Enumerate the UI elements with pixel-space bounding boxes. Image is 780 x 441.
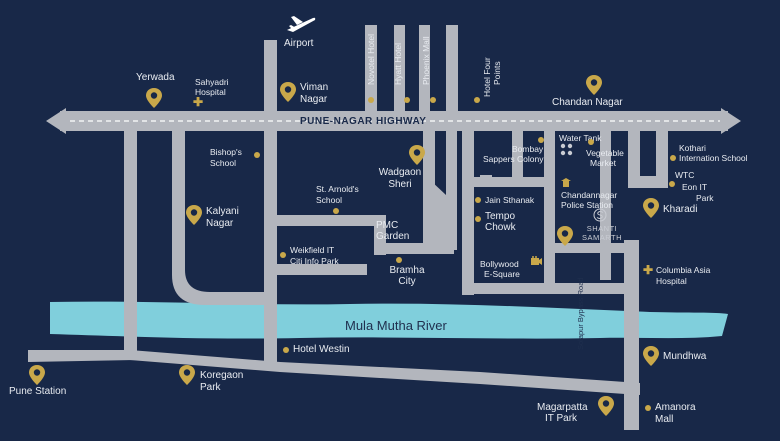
label-columbia-1: Columbia Asia [656, 265, 711, 275]
label-amanora-2: Mall [655, 414, 674, 425]
label-kharadi: Kharadi [663, 204, 698, 215]
label-viman-1: Viman [300, 82, 329, 93]
brand-line-1: SHANTI [586, 224, 618, 233]
brand-name: SHANTI SAMARTH [582, 224, 622, 242]
location-pin-icon [280, 82, 296, 102]
location-pin-icon [643, 198, 659, 218]
label-sahyadri-1: Sahyadri [195, 77, 229, 87]
roads [28, 25, 741, 430]
label-kothari-2: Internation School [679, 153, 748, 163]
gold-dot-marker [280, 252, 286, 258]
label-kalyani-2: Nagar [206, 218, 234, 229]
river-shape [50, 301, 728, 339]
label-hyatt: Hyatt Hotel [393, 42, 403, 85]
label-koregaon-2: Park [200, 382, 221, 393]
airplane-icon [287, 16, 316, 32]
label-novotel: Novotel Hotel [366, 33, 376, 85]
label-four-points-2: Points [492, 61, 502, 85]
gold-dot-marker [368, 97, 374, 103]
hospital-cross-icon: ✚ [643, 263, 654, 277]
label-pmc-2: Garden [376, 231, 410, 242]
label-tempo-1: Tempo [485, 211, 516, 222]
river-label: Mula Mutha River [345, 318, 447, 333]
label-four-points-1: Hotel Four [482, 57, 492, 97]
label-hotel-westin: Hotel Westin [293, 344, 350, 355]
highway-label: PUNE-NAGAR HIGHWAY [300, 116, 427, 127]
gold-dot-marker [254, 152, 260, 158]
bypass-road-label: Solapur Bypass Road [576, 277, 585, 350]
gold-dot-marker [474, 97, 480, 103]
label-weikfield-2: Citi Info Park [290, 256, 339, 266]
gold-dot-marker [475, 197, 481, 203]
gold-dot-marker [475, 216, 481, 222]
label-kothari-1: Kothari [679, 143, 706, 153]
label-kalyani-1: Kalyani [206, 206, 239, 217]
gold-dot-marker [283, 347, 289, 353]
label-bombay-2: Sappers Colony [483, 154, 544, 164]
location-pin-icon [643, 346, 659, 366]
gold-dot-marker [588, 139, 594, 145]
label-chandan-nagar: Chandan Nagar [552, 97, 623, 108]
location-pin-icon [146, 88, 162, 108]
hospital-cross-icon: ✚ [193, 95, 204, 109]
label-st-arnold-1: St. Arnold's [316, 184, 359, 194]
label-wadgaon-2: Sheri [388, 179, 412, 190]
label-phoenix: Phoenix Mall [421, 36, 431, 85]
gold-dot-marker [670, 155, 676, 161]
location-pin-icon [409, 145, 425, 165]
location-pin-icon [586, 75, 602, 95]
label-magarpatta-1: Magarpatta [537, 402, 588, 413]
label-st-arnold-2: School [316, 195, 342, 205]
label-water-tank: Water Tank [559, 133, 602, 143]
gold-dot-marker [645, 405, 651, 411]
label-jain: Jain Sthanak [485, 195, 535, 205]
label-pmc-1: PMC [376, 220, 399, 231]
label-columbia-2: Hospital [656, 276, 687, 286]
label-wadgaon-1: Wadgaon [378, 167, 422, 178]
label-bollywood-2: E-Square [484, 269, 520, 279]
label-vegetable-1: Vegetable [586, 148, 624, 158]
label-bramha-1: Bramha [389, 265, 425, 276]
label-weikfield-1: Weikfield IT [290, 245, 335, 255]
location-pin-icon [598, 396, 614, 416]
water-tank-icon [560, 143, 573, 156]
gold-dot-marker [396, 257, 402, 263]
gold-dot-marker [404, 97, 410, 103]
location-pin-icon [186, 205, 202, 225]
label-pune-station: Pune Station [9, 386, 67, 397]
shanti-samarth-logo [593, 208, 607, 222]
label-sahyadri-2: Hospital [195, 87, 226, 97]
label-eon-2: Park [696, 193, 714, 203]
label-airport: Airport [284, 38, 314, 49]
location-pin-icon [29, 365, 45, 385]
brand-line-2: SAMARTH [582, 233, 623, 242]
cinema-icon [531, 256, 542, 265]
location-pin-icon [179, 365, 195, 385]
label-chandannagar-ps-2: Police Station [561, 200, 613, 210]
label-bollywood-1: Bollywood [480, 259, 519, 269]
label-amanora-1: Amanora [655, 402, 696, 413]
label-vegetable-2: Market [590, 158, 616, 168]
label-viman-2: Nagar [300, 94, 328, 105]
label-chandannagar-ps-1: Chandannagar [561, 190, 618, 200]
label-tempo-2: Chowk [485, 222, 516, 233]
label-mundhwa: Mundhwa [663, 351, 707, 362]
label-bombay-1: Bombay [512, 144, 544, 154]
gold-dot-marker [538, 137, 544, 143]
label-koregaon-1: Koregaon [200, 370, 244, 381]
location-pin-icon [557, 226, 573, 246]
label-bishops-1: Bishop's [210, 147, 242, 157]
label-magarpatta-2: IT Park [545, 413, 578, 424]
label-wtc: WTC [675, 170, 695, 180]
gold-dot-marker [669, 181, 675, 187]
label-yerwada: Yerwada [136, 72, 175, 83]
label-bishops-2: School [210, 158, 236, 168]
label-bramha-2: City [398, 276, 416, 287]
gold-dot-marker [333, 208, 339, 214]
gold-dot-marker [430, 97, 436, 103]
label-eon-1: Eon IT [682, 182, 708, 192]
police-icon [561, 178, 571, 187]
